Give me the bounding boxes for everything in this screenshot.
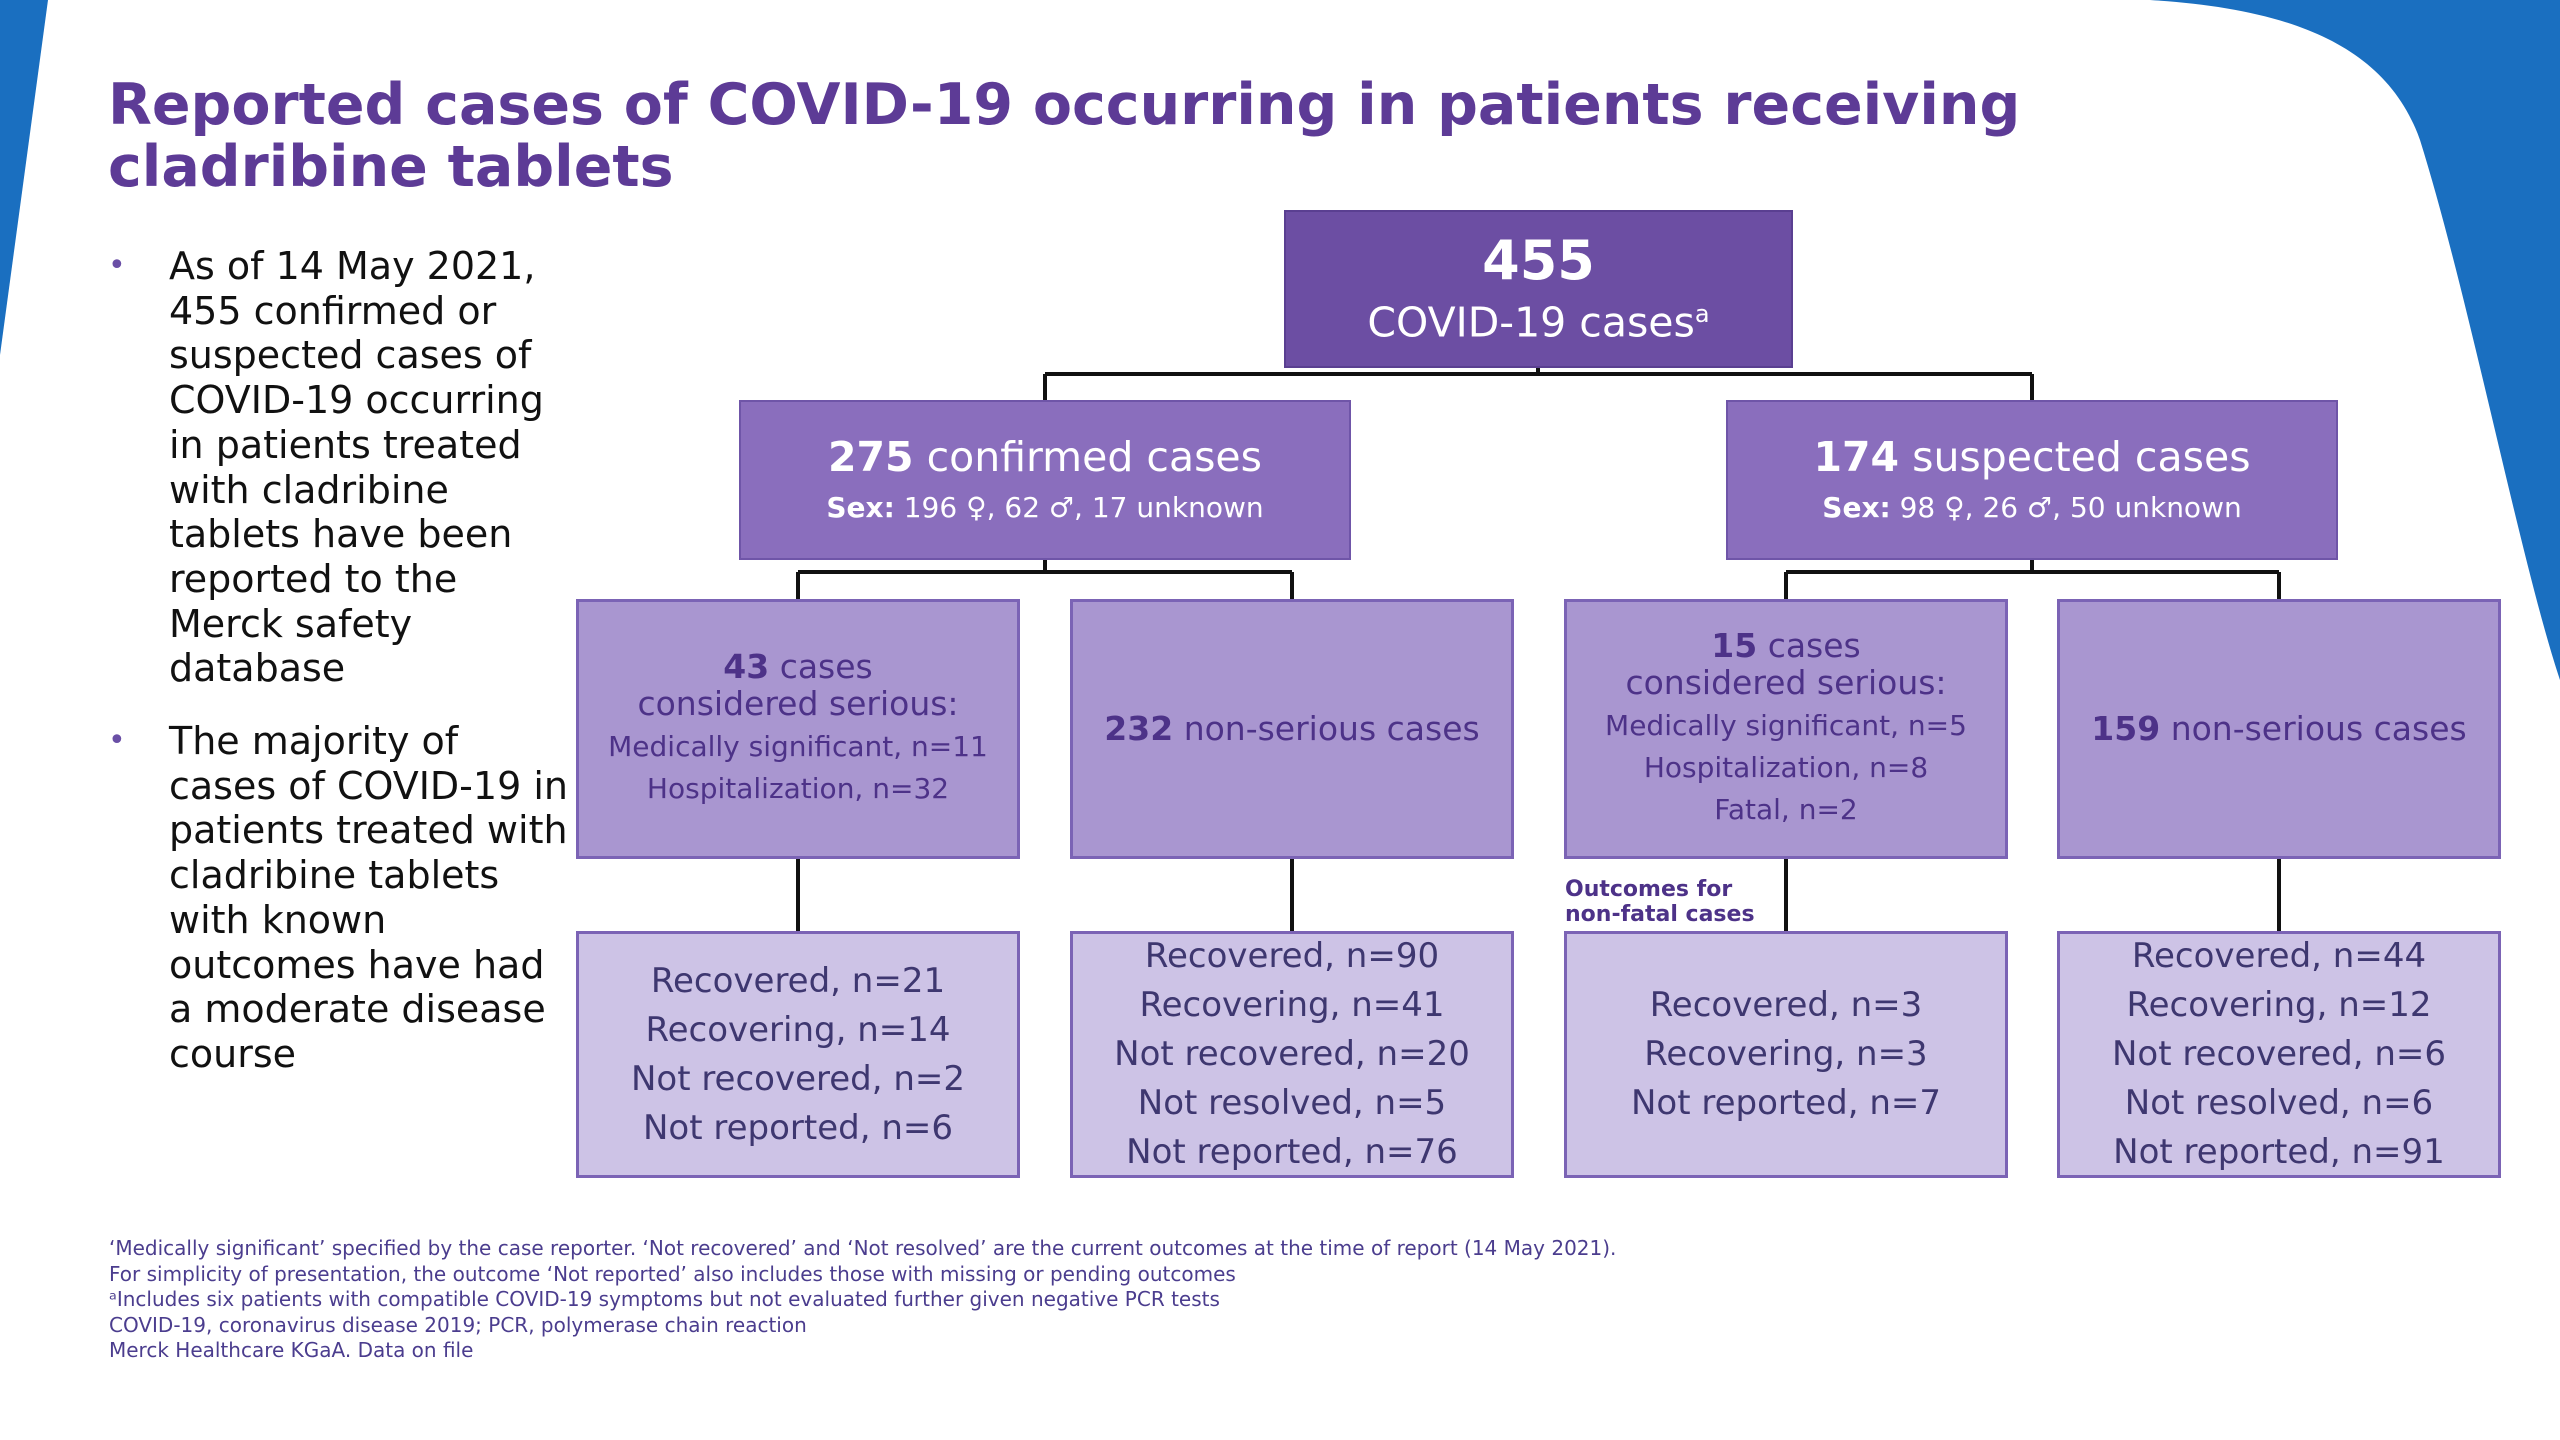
suspected-serious-outcomes-box: Recovered, n=3 Recovering, n=3 Not repor…: [1564, 931, 2008, 1178]
confirmed-serious-box: 43 cases considered serious: Medically s…: [576, 599, 1020, 859]
male-symbol-icon: ♂: [2027, 491, 2053, 524]
left-blue-shape: [0, 0, 48, 355]
bullet-dot-icon: •: [108, 248, 126, 283]
total-cases-box: 455 COVID-19 casesa: [1284, 210, 1793, 368]
suspected-nonserious-box: 159 non-serious cases: [2057, 599, 2501, 859]
confirmed-serious-outcomes-box: Recovered, n=21 Recovering, n=14 Not rec…: [576, 931, 1020, 1178]
footnotes: ‘Medically significant’ specified by the…: [109, 1236, 2109, 1364]
female-symbol-icon: ♀: [966, 491, 987, 524]
page-title: Reported cases of COVID-19 occurring in …: [108, 72, 2021, 200]
bullet-item: •The majority of cases of COVID-19 in pa…: [108, 719, 568, 1076]
confirmed-cases-box: 275 confirmed cases Sex: 196 ♀, 62 ♂, 17…: [739, 400, 1351, 560]
confirmed-nonserious-outcomes-box: Recovered, n=90 Recovering, n=41 Not rec…: [1070, 931, 1514, 1178]
confirmed-heading: 275 confirmed cases: [827, 433, 1263, 481]
suspected-cases-box: 174 suspected cases Sex: 98 ♀, 26 ♂, 50 …: [1726, 400, 2338, 560]
footnote-line: COVID-19, coronavirus disease 2019; PCR,…: [109, 1312, 807, 1337]
suspected-sex-breakdown: Sex: 98 ♀, 26 ♂, 50 unknown: [1822, 491, 2242, 524]
right-blue-shape: [2150, 0, 2560, 680]
suspected-nonserious-outcomes-box: Recovered, n=44 Recovering, n=12 Not rec…: [2057, 931, 2501, 1178]
footnote-line: For simplicity of presentation, the outc…: [109, 1261, 1236, 1286]
total-number: 455: [1482, 228, 1595, 292]
footnote-line: ‘Medically significant’ specified by the…: [109, 1236, 1617, 1260]
footnote-line: ᵃIncludes six patients with compatible C…: [109, 1287, 1220, 1311]
bullet-item: •As of 14 May 2021, 455 confirmed or sus…: [108, 244, 544, 691]
suspected-serious-box: 15 cases considered serious: Medically s…: [1564, 599, 2008, 859]
suspected-heading: 174 suspected cases: [1813, 433, 2251, 481]
confirmed-sex-breakdown: Sex: 196 ♀, 62 ♂, 17 unknown: [826, 491, 1264, 524]
bullet-list: •As of 14 May 2021, 455 confirmed or sus…: [104, 244, 574, 1105]
total-label: COVID-19 casesa: [1367, 298, 1710, 347]
female-symbol-icon: ♀: [1944, 491, 1965, 524]
bullet-dot-icon: •: [108, 723, 126, 759]
footnote-line: Merck Healthcare KGaA. Data on file: [109, 1338, 474, 1362]
male-symbol-icon: ♂: [1048, 491, 1075, 524]
confirmed-nonserious-box: 232 non-serious cases: [1070, 599, 1514, 859]
outcomes-note: Outcomes for non-fatal cases: [1565, 877, 1755, 927]
